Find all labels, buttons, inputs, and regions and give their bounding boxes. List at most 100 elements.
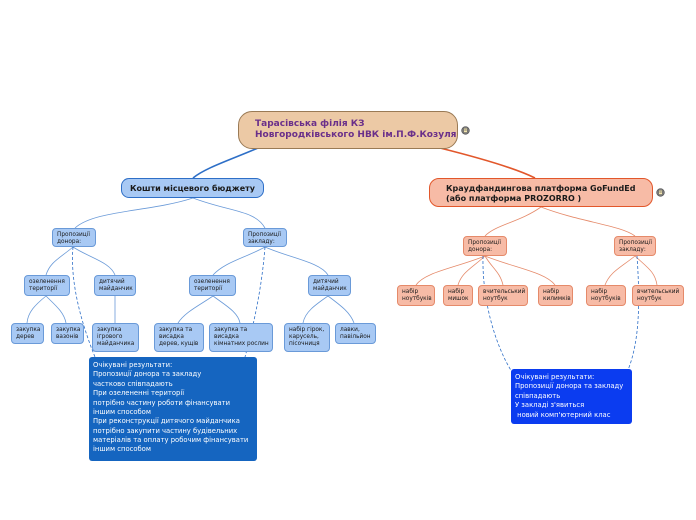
leaf-plant-trees[interactable]: закупка та висадка дерев, кущів [154, 323, 204, 352]
node-line: озеленення [29, 279, 65, 285]
node-line: карусель, [289, 334, 319, 341]
node-line: закладу: [248, 239, 275, 246]
node-line: мишок [448, 296, 469, 303]
node-line: озеленення [194, 279, 230, 285]
node-line: кімнатних рослин [214, 341, 269, 348]
connector-root-right [439, 147, 536, 179]
node-line: донора: [468, 247, 493, 254]
node-line: набір [448, 289, 465, 295]
connector [484, 255, 556, 286]
right-school-laptops[interactable]: набір ноутбуків [586, 285, 626, 306]
result-line: Пропозиції донора та закладу [515, 382, 624, 391]
root-line: Тарасівська філія КЗ [255, 119, 365, 129]
connector [72, 246, 116, 276]
node-line: ноутбук [637, 296, 662, 303]
right-donor-proposals[interactable]: Пропозиції донора: [463, 236, 507, 256]
node-line: дитячий [99, 279, 125, 285]
node-line: висадка [214, 334, 239, 341]
root-line: Новгородківського НВК ім.П.Ф.Козуля [255, 130, 457, 141]
dashed-relation [482, 255, 513, 373]
connector [540, 206, 636, 237]
node-line: ігрового [97, 334, 123, 341]
left-school-playground[interactable]: дитячий майданчик [308, 275, 351, 296]
result-line: потрібно частину роботи фінансувати [93, 398, 231, 407]
node-line: території [29, 286, 58, 293]
node-line: павільйон [340, 334, 371, 341]
connector [415, 255, 486, 286]
node-line: дитячий [313, 279, 339, 285]
node-line: закупка [97, 327, 122, 333]
node-line: вчительський [483, 289, 526, 295]
leaf-buy-pots[interactable]: закупка вазонів [51, 323, 84, 344]
node-line: вазонів [56, 334, 79, 341]
result-line: новий комп'ютерний клас [515, 410, 611, 419]
node-line: закупка [56, 327, 81, 333]
result-line: У закладі з'явиться [515, 401, 585, 410]
node-line: закупка [16, 327, 41, 333]
connector [45, 246, 74, 276]
node-line: майданчик [313, 286, 347, 293]
connector [74, 197, 194, 229]
right-donor-laptops[interactable]: набір ноутбуків [397, 285, 435, 306]
result-line: Пропозиції донора та закладу [93, 370, 202, 379]
branch-crowdfunding[interactable]: Краудфандингова платформа GoFundEd (або … [429, 178, 653, 207]
branch-title: Краудфандингова платформа GoFundEd [446, 184, 636, 193]
node-line: дерев [16, 334, 35, 341]
right-school-teacher-laptop[interactable]: вчительський ноутбук [632, 285, 684, 306]
result-line: частково співпадають [93, 379, 173, 388]
node-line: майданчик [99, 286, 133, 293]
root-topic[interactable]: Тарасівська філія КЗ Новгородківського Н… [238, 111, 458, 149]
connector-root-left [192, 147, 259, 179]
leaf-plant-indoor[interactable]: закупка та висадка кімнатних рослин [209, 323, 273, 352]
dashed-relation [244, 246, 266, 358]
node-line: Пропозиції [248, 232, 281, 238]
node-line: ноутбуків [591, 296, 621, 303]
node-line: килимків [543, 296, 571, 303]
right-donor-mousepads[interactable]: набір килимків [538, 285, 573, 306]
node-line: лавки, [340, 327, 360, 333]
connector [212, 246, 266, 276]
node-line: донора: [57, 239, 82, 246]
right-results-box[interactable]: Очікувані результати: Пропозиції донора … [511, 369, 632, 424]
connector [192, 197, 266, 229]
node-line: пісочниця [289, 341, 320, 348]
left-donor-proposals[interactable]: Пропозиції донора: [52, 228, 96, 247]
node-line: закупка та [214, 327, 248, 333]
connector [634, 255, 658, 286]
node-line: Пропозиції [57, 232, 90, 238]
connector [327, 295, 355, 324]
result-line: іншим способом [93, 445, 151, 454]
dashed-relation [627, 255, 640, 371]
node-line: дерев, кущів [159, 341, 199, 348]
leaf-buy-trees[interactable]: закупка дерев [11, 323, 44, 344]
dashed-relation [72, 246, 96, 358]
branch-title: Кошти місцевого бюджету [129, 184, 256, 193]
left-donor-landscaping[interactable]: озеленення території [24, 275, 70, 296]
note-icon[interactable] [656, 188, 665, 197]
result-line: Очікувані результати: [515, 373, 595, 381]
left-donor-playground[interactable]: дитячий майданчик [94, 275, 136, 296]
connector [26, 295, 47, 324]
connector [484, 206, 542, 237]
connector [484, 255, 504, 286]
node-line: вчительський [637, 289, 680, 295]
result-line: іншим способом [93, 407, 151, 416]
result-line: При реконструкції дитячого майданчика [93, 417, 240, 426]
left-school-proposals[interactable]: Пропозиції закладу: [243, 228, 287, 247]
right-donor-mice[interactable]: набір мишок [443, 285, 473, 306]
leaf-benches[interactable]: лавки, павільйон [335, 323, 376, 344]
leaf-buy-playground[interactable]: закупка ігрового майданчика [92, 323, 139, 352]
left-results-box[interactable]: Очікувані результати: Пропозиції донора … [89, 357, 257, 461]
right-donor-teacher-laptop[interactable]: вчительський ноутбук [478, 285, 528, 306]
branch-local-budget[interactable]: Кошти місцевого бюджету [121, 178, 264, 198]
connector [457, 255, 486, 286]
node-line: висадка [159, 334, 184, 341]
node-line: ноутбук [483, 296, 508, 303]
note-icon[interactable] [461, 126, 470, 135]
right-school-proposals[interactable]: Пропозиції закладу: [614, 236, 656, 256]
left-school-landscaping[interactable]: озеленення території [189, 275, 236, 296]
connector [264, 246, 329, 276]
leaf-slides-set[interactable]: набір гірок, карусель, пісочниця [284, 323, 330, 352]
node-line: Пропозиції [468, 240, 501, 246]
